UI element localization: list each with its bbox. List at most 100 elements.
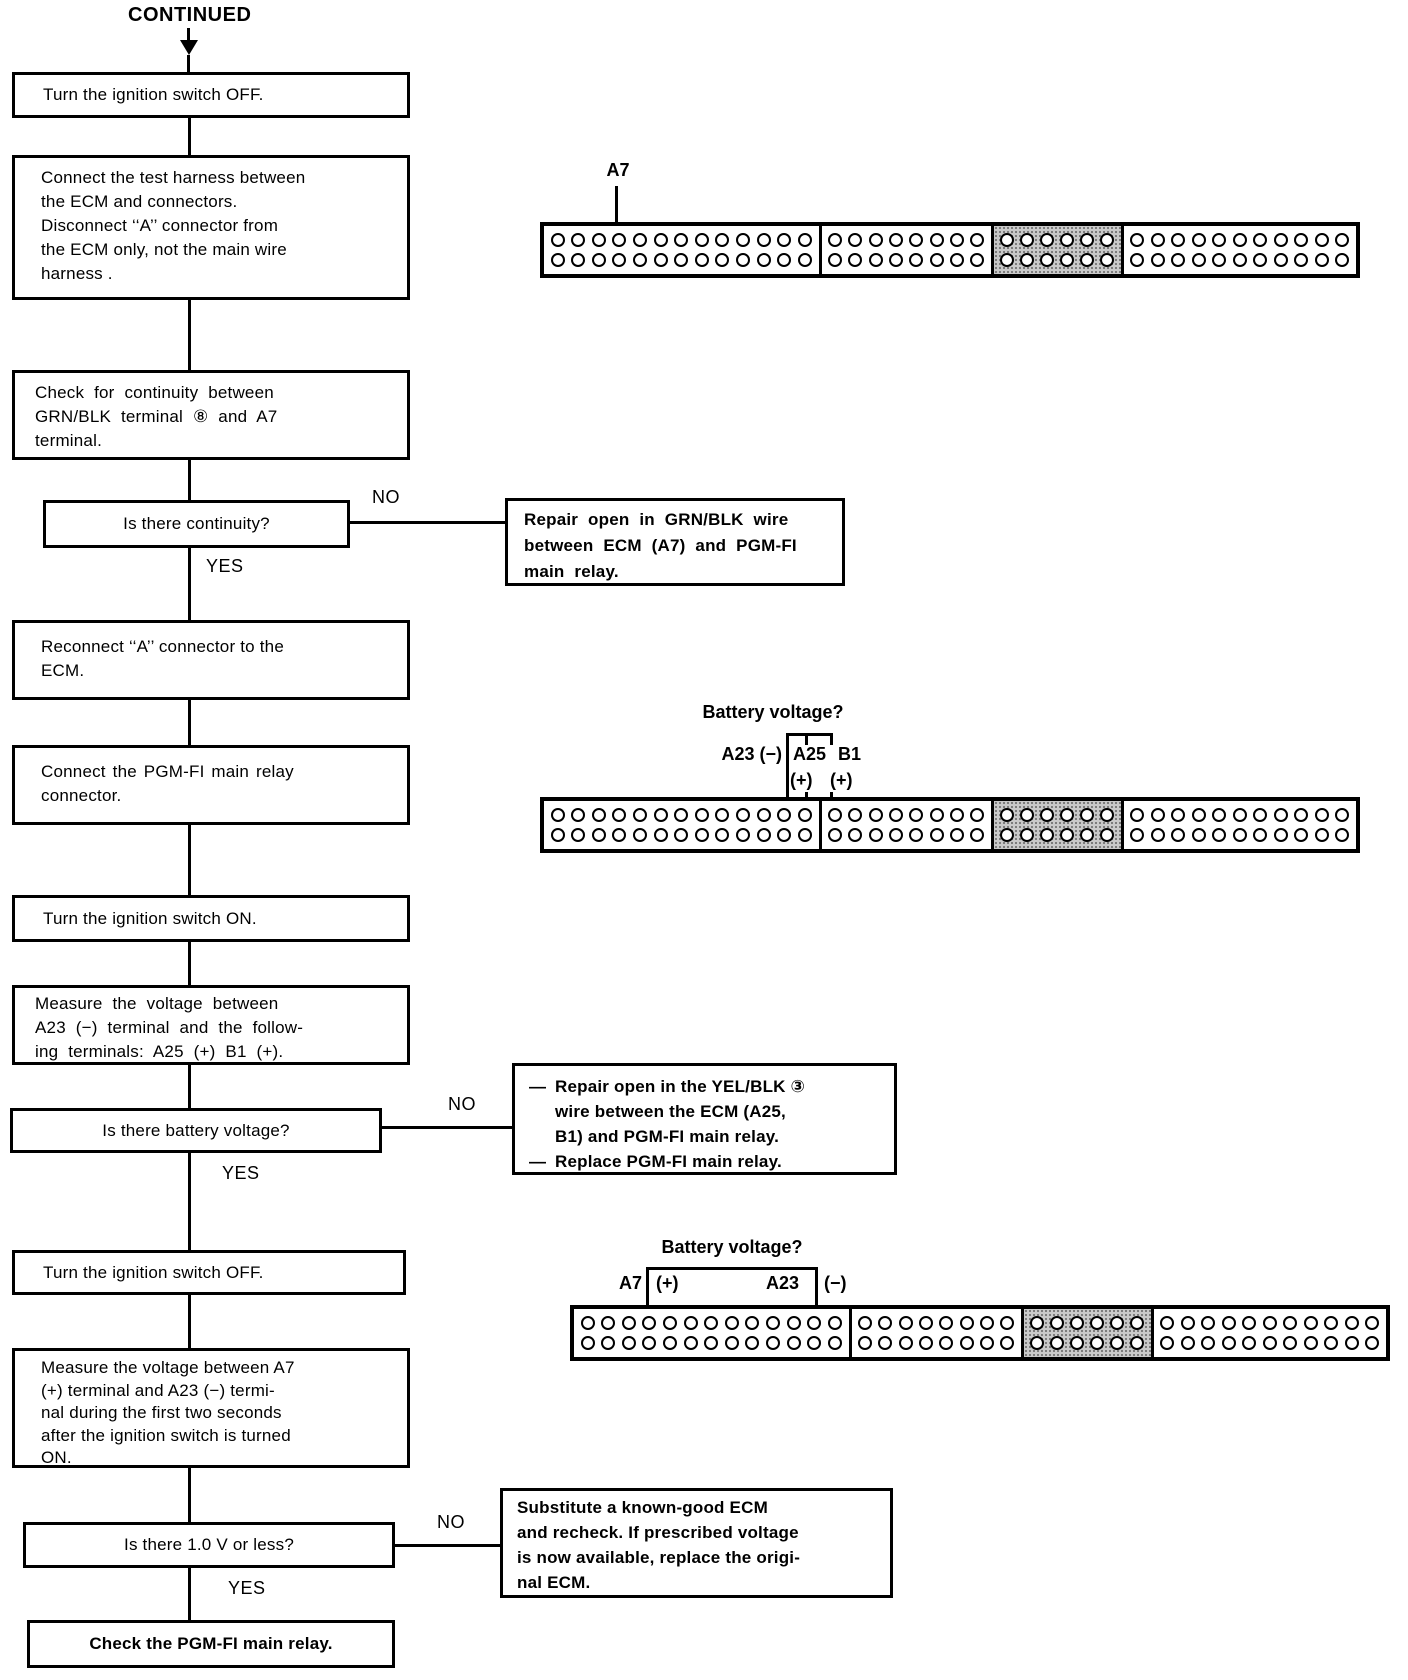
connector-pin — [1221, 1336, 1236, 1351]
connector-pin — [868, 828, 883, 843]
connector-pin — [745, 1315, 760, 1330]
action-box-repair-yel-blk: — Repair open in the YEL/BLK ③ wire betw… — [512, 1063, 897, 1175]
connector-pin — [653, 807, 668, 822]
connector-pin — [1040, 807, 1055, 822]
connector-pin — [777, 232, 792, 247]
connector-pin — [653, 828, 668, 843]
connector-pin-row — [544, 828, 819, 843]
connector-pin — [1090, 1315, 1105, 1330]
connector-pin — [1324, 1336, 1339, 1351]
connector-pin — [1000, 1336, 1015, 1351]
connector-pin — [591, 807, 606, 822]
connector-pin — [571, 807, 586, 822]
connector-pin — [1191, 807, 1206, 822]
connector-pin — [1160, 1336, 1175, 1351]
connector-pin — [797, 232, 812, 247]
connector-pin — [674, 232, 689, 247]
connector-pin — [777, 828, 792, 843]
connector-pin — [848, 828, 863, 843]
connector-pin — [858, 1315, 873, 1330]
connector-pin — [929, 807, 944, 822]
terminal-label-a7: A7 — [618, 1273, 642, 1293]
connector-pin — [1191, 253, 1206, 268]
connector-pin — [736, 253, 751, 268]
flow-line — [188, 300, 191, 370]
connector-pin — [980, 1336, 994, 1351]
connector-pin — [715, 232, 730, 247]
connector-pin — [601, 1336, 616, 1351]
connector-pin — [1253, 232, 1268, 247]
connector-pin — [970, 807, 985, 822]
connector-pin — [1171, 232, 1186, 247]
connector-pin — [1130, 807, 1145, 822]
connector-pin — [848, 253, 863, 268]
no-branch-line-3 — [395, 1544, 500, 1547]
connector-pin — [868, 253, 883, 268]
no-branch-line-2 — [382, 1126, 512, 1129]
yes-label-1: YES — [206, 556, 244, 576]
terminal-pointer-line-a7 — [646, 1267, 649, 1315]
connector-pin-row — [1124, 828, 1356, 843]
connector-pin — [848, 232, 863, 247]
connector-pin — [1294, 232, 1309, 247]
yes-label-2: YES — [222, 1163, 260, 1183]
plus-label-b1: (+) — [830, 770, 853, 790]
connector-pin — [1201, 1315, 1216, 1330]
connector-pin — [1283, 1336, 1298, 1351]
connector-section-shaded — [1020, 1309, 1151, 1357]
connector-pin — [1060, 807, 1075, 822]
process-text: Turn the ignition switch OFF. — [43, 85, 264, 104]
connector-pin — [1019, 828, 1034, 843]
connector-pin-row — [544, 232, 819, 247]
connector-pin — [715, 828, 730, 843]
connector-pin — [1294, 807, 1309, 822]
connector-pin — [889, 253, 904, 268]
connector-pin — [674, 807, 689, 822]
connector-pin — [786, 1315, 801, 1330]
connector-pin — [878, 1315, 893, 1330]
connector-pin — [694, 807, 709, 822]
terminal-label-a7: A7 — [606, 160, 630, 180]
action-list-item: — Repair open in the YEL/BLK ③ wire betw… — [529, 1074, 886, 1149]
connector-pin — [704, 1336, 719, 1351]
connector-pin — [580, 1315, 595, 1330]
connector-pin — [550, 807, 565, 822]
terminal-label-b1: B1 — [838, 744, 862, 764]
process-box-ignition-off-1: Turn the ignition switch OFF. — [12, 72, 410, 118]
connector-pin — [950, 232, 964, 247]
connector-pin — [777, 807, 792, 822]
decision-box-battery-voltage: Is there battery voltage? — [10, 1108, 382, 1153]
connector-pin — [1253, 253, 1268, 268]
connector-pin — [1232, 828, 1247, 843]
connector-pin — [970, 253, 985, 268]
connector-pin — [633, 253, 648, 268]
process-box-check-continuity: Check for continuity between GRN/BLK ter… — [12, 370, 410, 460]
connector-pin — [1242, 1336, 1257, 1351]
decision-box-1v-or-less: Is there 1.0 V or less? — [23, 1522, 395, 1568]
connector-pin — [878, 1336, 893, 1351]
connector-pin — [591, 828, 606, 843]
connector-pin — [736, 232, 751, 247]
dash-bullet: — — [529, 1077, 547, 1096]
connector-pin — [1100, 232, 1115, 247]
connector-pin — [674, 828, 689, 843]
connector-pin — [1335, 807, 1350, 822]
connector-pin — [1201, 1336, 1216, 1351]
connector-pin — [756, 253, 771, 268]
connector-pin — [909, 828, 924, 843]
ecm-connector-diagram-3 — [570, 1305, 1390, 1361]
connector-pin — [1040, 828, 1055, 843]
flow-line — [188, 118, 191, 155]
connector-pin — [642, 1336, 657, 1351]
process-box-reconnect-a-connector: Reconnect ‘‘A’’ connector to the ECM. — [12, 620, 410, 700]
connector-pin — [950, 253, 964, 268]
connector-pin — [1110, 1315, 1125, 1330]
connector-pin — [1273, 253, 1288, 268]
connector-pin — [1180, 1336, 1195, 1351]
flow-line — [188, 942, 191, 985]
connector-section-shaded — [990, 801, 1121, 849]
connector-section — [1120, 226, 1356, 274]
flow-line — [188, 1568, 191, 1620]
connector-pin — [1130, 1336, 1145, 1351]
